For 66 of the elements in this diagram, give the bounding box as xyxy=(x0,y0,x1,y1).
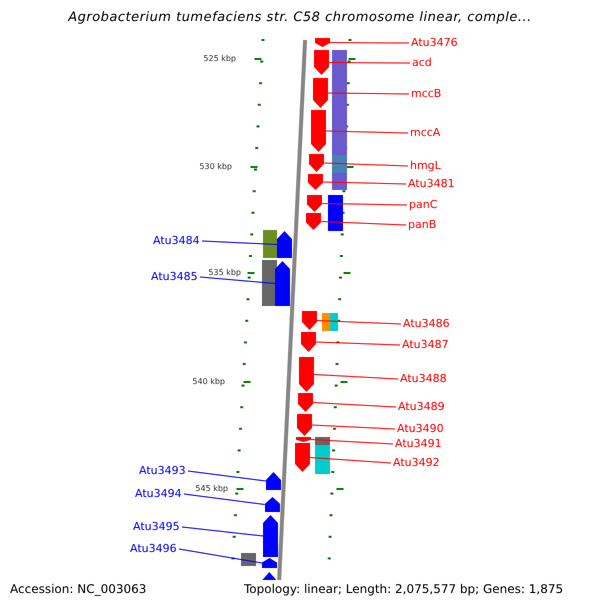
leader-line xyxy=(327,92,410,94)
gene-label: mccB xyxy=(411,87,442,100)
leader-line xyxy=(202,240,278,245)
gene-label: Atu3490 xyxy=(397,422,444,435)
gene-label: Atu3476 xyxy=(411,36,458,49)
leader-line xyxy=(182,526,264,536)
leader-line xyxy=(316,320,402,324)
gene-feature xyxy=(309,154,324,172)
leader-line xyxy=(322,182,406,184)
leader-line xyxy=(325,130,408,134)
tick-label: 540 kbp xyxy=(191,377,225,386)
gene-feature xyxy=(308,174,324,190)
leader-line xyxy=(311,424,396,430)
gene-label: panB xyxy=(408,218,436,231)
gene-feature xyxy=(314,50,329,75)
leader-line xyxy=(329,42,410,44)
gene-label: Atu3495 xyxy=(133,520,180,533)
leader-line xyxy=(314,374,398,380)
gene-feature xyxy=(266,472,281,490)
leader-line xyxy=(315,342,400,346)
gene-feature xyxy=(264,497,280,512)
gene-feature xyxy=(314,38,330,47)
gene-label: Atu3494 xyxy=(135,487,182,500)
gene-label: Atu3484 xyxy=(153,234,200,247)
leader-line xyxy=(310,457,392,464)
leader-line xyxy=(188,470,266,482)
tick-label: 535 kbp xyxy=(207,268,241,277)
gene-label: Atu3486 xyxy=(403,317,450,330)
tick-label: 525 kbp xyxy=(202,54,236,63)
gene-label: hmgL xyxy=(410,159,441,172)
gene-feature xyxy=(302,311,317,330)
leader-line xyxy=(178,548,262,564)
gene-label: Atu3492 xyxy=(393,456,440,469)
gene-label: panC xyxy=(409,198,438,211)
leader-line xyxy=(200,276,276,284)
leader-line xyxy=(320,221,406,226)
gene-feature xyxy=(307,195,322,212)
leader-line xyxy=(328,62,410,64)
leader-line xyxy=(184,494,266,505)
gene-label: Atu3491 xyxy=(395,437,442,450)
gene-feature xyxy=(299,357,314,392)
gene-feature xyxy=(275,261,290,306)
gene-label: Atu3481 xyxy=(408,177,455,190)
leader-line xyxy=(310,439,394,444)
gene-label: Atu3487 xyxy=(402,338,449,351)
leader-line xyxy=(322,203,408,206)
gene-label: Atu3488 xyxy=(400,372,447,385)
gene-feature xyxy=(310,110,326,152)
gene-label: Atu3489 xyxy=(398,400,445,413)
gene-label: Atu3485 xyxy=(151,270,198,283)
genome-summary-text: Topology: linear; Length: 2,075,577 bp; Genes: 1,875 xyxy=(244,582,564,596)
gene-feature xyxy=(312,78,328,108)
leader-line xyxy=(324,162,408,166)
gene-label: mccA xyxy=(410,126,440,139)
gene-label: Atu3496 xyxy=(130,542,177,555)
tick-label: 530 kbp xyxy=(198,162,232,171)
gene-feature xyxy=(300,332,316,352)
gene-feature xyxy=(298,393,313,412)
leader-line xyxy=(312,402,396,408)
gene-label: Atu3493 xyxy=(139,464,186,477)
map-title: Agrobacterium tumefaciens str. C58 chromosome linear, comple... xyxy=(66,10,533,25)
accession-text: Accession: NC_003063 xyxy=(10,582,146,596)
gene-feature xyxy=(306,213,322,230)
tick-label: 545 kbp xyxy=(194,484,228,493)
gene-label: acd xyxy=(412,56,432,69)
gene-feature xyxy=(277,231,292,258)
